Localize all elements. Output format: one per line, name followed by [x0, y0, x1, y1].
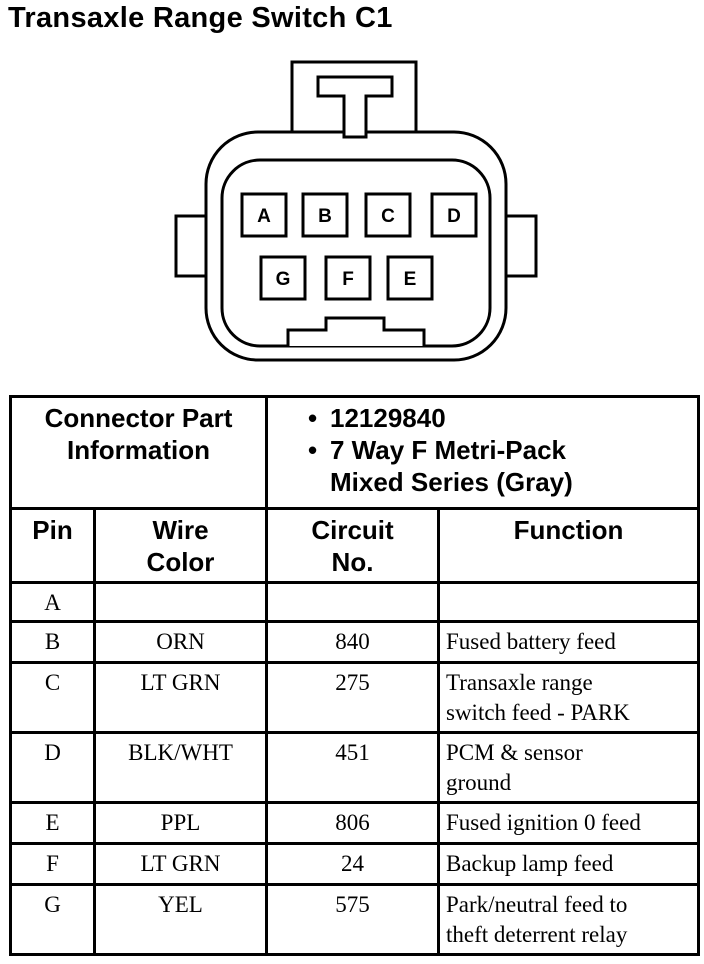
tab-t-slot — [316, 75, 394, 139]
header-text: Circuit — [311, 515, 394, 545]
function-line: theft deterrent relay — [446, 922, 628, 947]
function-cell: Backup lamp feed — [437, 842, 700, 886]
function-line: ground — [446, 770, 512, 795]
pin-cavity-b: B — [301, 192, 349, 238]
pin-cavity-d: D — [430, 192, 478, 238]
pin-cavity-c: C — [364, 192, 412, 238]
connector-info-value: • 12129840 • 7 Way F Metri-Pack Mixed Seri… — [265, 395, 700, 510]
wire-color-cell: LT GRN — [93, 842, 268, 886]
pin-cavity-f: F — [324, 255, 372, 301]
pin-cell: A — [9, 581, 96, 623]
connector-face-drawing: A B C D G F E — [174, 60, 538, 362]
wire-color-cell: BLK/WHT — [93, 731, 268, 804]
table-row: E PPL 806 Fused ignition 0 feed — [9, 801, 700, 845]
pin-cell: D — [9, 731, 96, 804]
wire-color-cell: ORN — [93, 620, 268, 664]
bullet: • — [308, 435, 318, 465]
pin-cell: G — [9, 883, 96, 956]
pin-cavity-e: E — [386, 255, 434, 301]
header-text: Wire — [152, 515, 209, 545]
pin-label: F — [342, 269, 354, 290]
table-header-row: Pin Wire Color Circuit No. Function — [9, 507, 700, 584]
function-cell: Transaxle range switch feed - PARK — [437, 661, 700, 734]
circuit-cell: 275 — [265, 661, 440, 734]
header-text: Function — [513, 515, 624, 545]
pin-label: C — [381, 206, 395, 227]
table-row: D BLK/WHT 451 PCM & sensor ground — [9, 731, 700, 804]
header-circuit-no: Circuit No. — [265, 507, 440, 584]
bottom-key-notch — [286, 316, 426, 346]
part-number: 12129840 — [330, 403, 446, 433]
pin-cell: F — [9, 842, 96, 886]
pin-row-top: A B C D — [240, 192, 478, 238]
table-row: C LT GRN 275 Transaxle range switch feed… — [9, 661, 700, 734]
table-row: F LT GRN 24 Backup lamp feed — [9, 842, 700, 886]
pin-label: D — [447, 206, 461, 227]
function-line: Backup lamp feed — [446, 851, 614, 876]
bullet: • — [308, 403, 318, 433]
header-text: No. — [331, 547, 374, 577]
wire-color-cell: YEL — [93, 883, 268, 956]
connector-type: 7 Way F Metri-Pack — [330, 435, 567, 465]
table-row: A — [9, 581, 700, 623]
circuit-cell: 575 — [265, 883, 440, 956]
info-label-line: Connector Part — [44, 403, 233, 433]
wire-color-cell: PPL — [93, 801, 268, 845]
pin-row-bottom: G F E — [259, 255, 434, 301]
connector-series: Mixed Series (Gray) — [330, 467, 573, 497]
pin-cell: C — [9, 661, 96, 734]
pin-cell: B — [9, 620, 96, 664]
table-row: B ORN 840 Fused battery feed — [9, 620, 700, 664]
pin-label: B — [318, 206, 332, 227]
circuit-cell — [265, 581, 440, 623]
function-line: switch feed - PARK — [446, 700, 630, 725]
function-line: PCM & sensor — [446, 740, 583, 765]
header-text: Color — [146, 547, 215, 577]
circuit-cell: 451 — [265, 731, 440, 804]
header-wire-color: Wire Color — [93, 507, 268, 584]
header-text: Pin — [32, 515, 73, 545]
header-function: Function — [437, 507, 700, 584]
header-pin: Pin — [9, 507, 96, 584]
circuit-cell: 24 — [265, 842, 440, 886]
info-label-line: Information — [67, 435, 210, 465]
connector-info-row: Connector Part Information • 12129840 • 7 … — [9, 395, 700, 510]
function-line: Fused ignition 0 feed — [446, 810, 641, 835]
function-line: Park/neutral feed to — [446, 892, 628, 917]
pin-cavity-a: A — [240, 192, 288, 238]
function-line: Fused battery feed — [446, 629, 616, 654]
function-cell: Fused ignition 0 feed — [437, 801, 700, 845]
function-cell: PCM & sensor ground — [437, 731, 700, 804]
connector-info-label: Connector Part Information — [9, 395, 268, 510]
pin-label: G — [276, 269, 291, 290]
pin-cell: E — [9, 801, 96, 845]
table-row: G YEL 575 Park/neutral feed to theft det… — [9, 883, 700, 956]
pin-label: A — [257, 206, 271, 227]
diagram-title: Transaxle Range Switch C1 — [8, 2, 393, 34]
pin-label: E — [404, 269, 417, 290]
pinout-table: Connector Part Information • 12129840 • 7 … — [9, 395, 700, 956]
wire-color-cell — [93, 581, 268, 623]
function-cell: Park/neutral feed to theft deterrent rel… — [437, 883, 700, 956]
function-cell: Fused battery feed — [437, 620, 700, 664]
circuit-cell: 840 — [265, 620, 440, 664]
wire-color-cell: LT GRN — [93, 661, 268, 734]
pin-cavity-g: G — [259, 255, 307, 301]
circuit-cell: 806 — [265, 801, 440, 845]
function-line: Transaxle range — [446, 670, 593, 695]
function-cell — [437, 581, 700, 623]
